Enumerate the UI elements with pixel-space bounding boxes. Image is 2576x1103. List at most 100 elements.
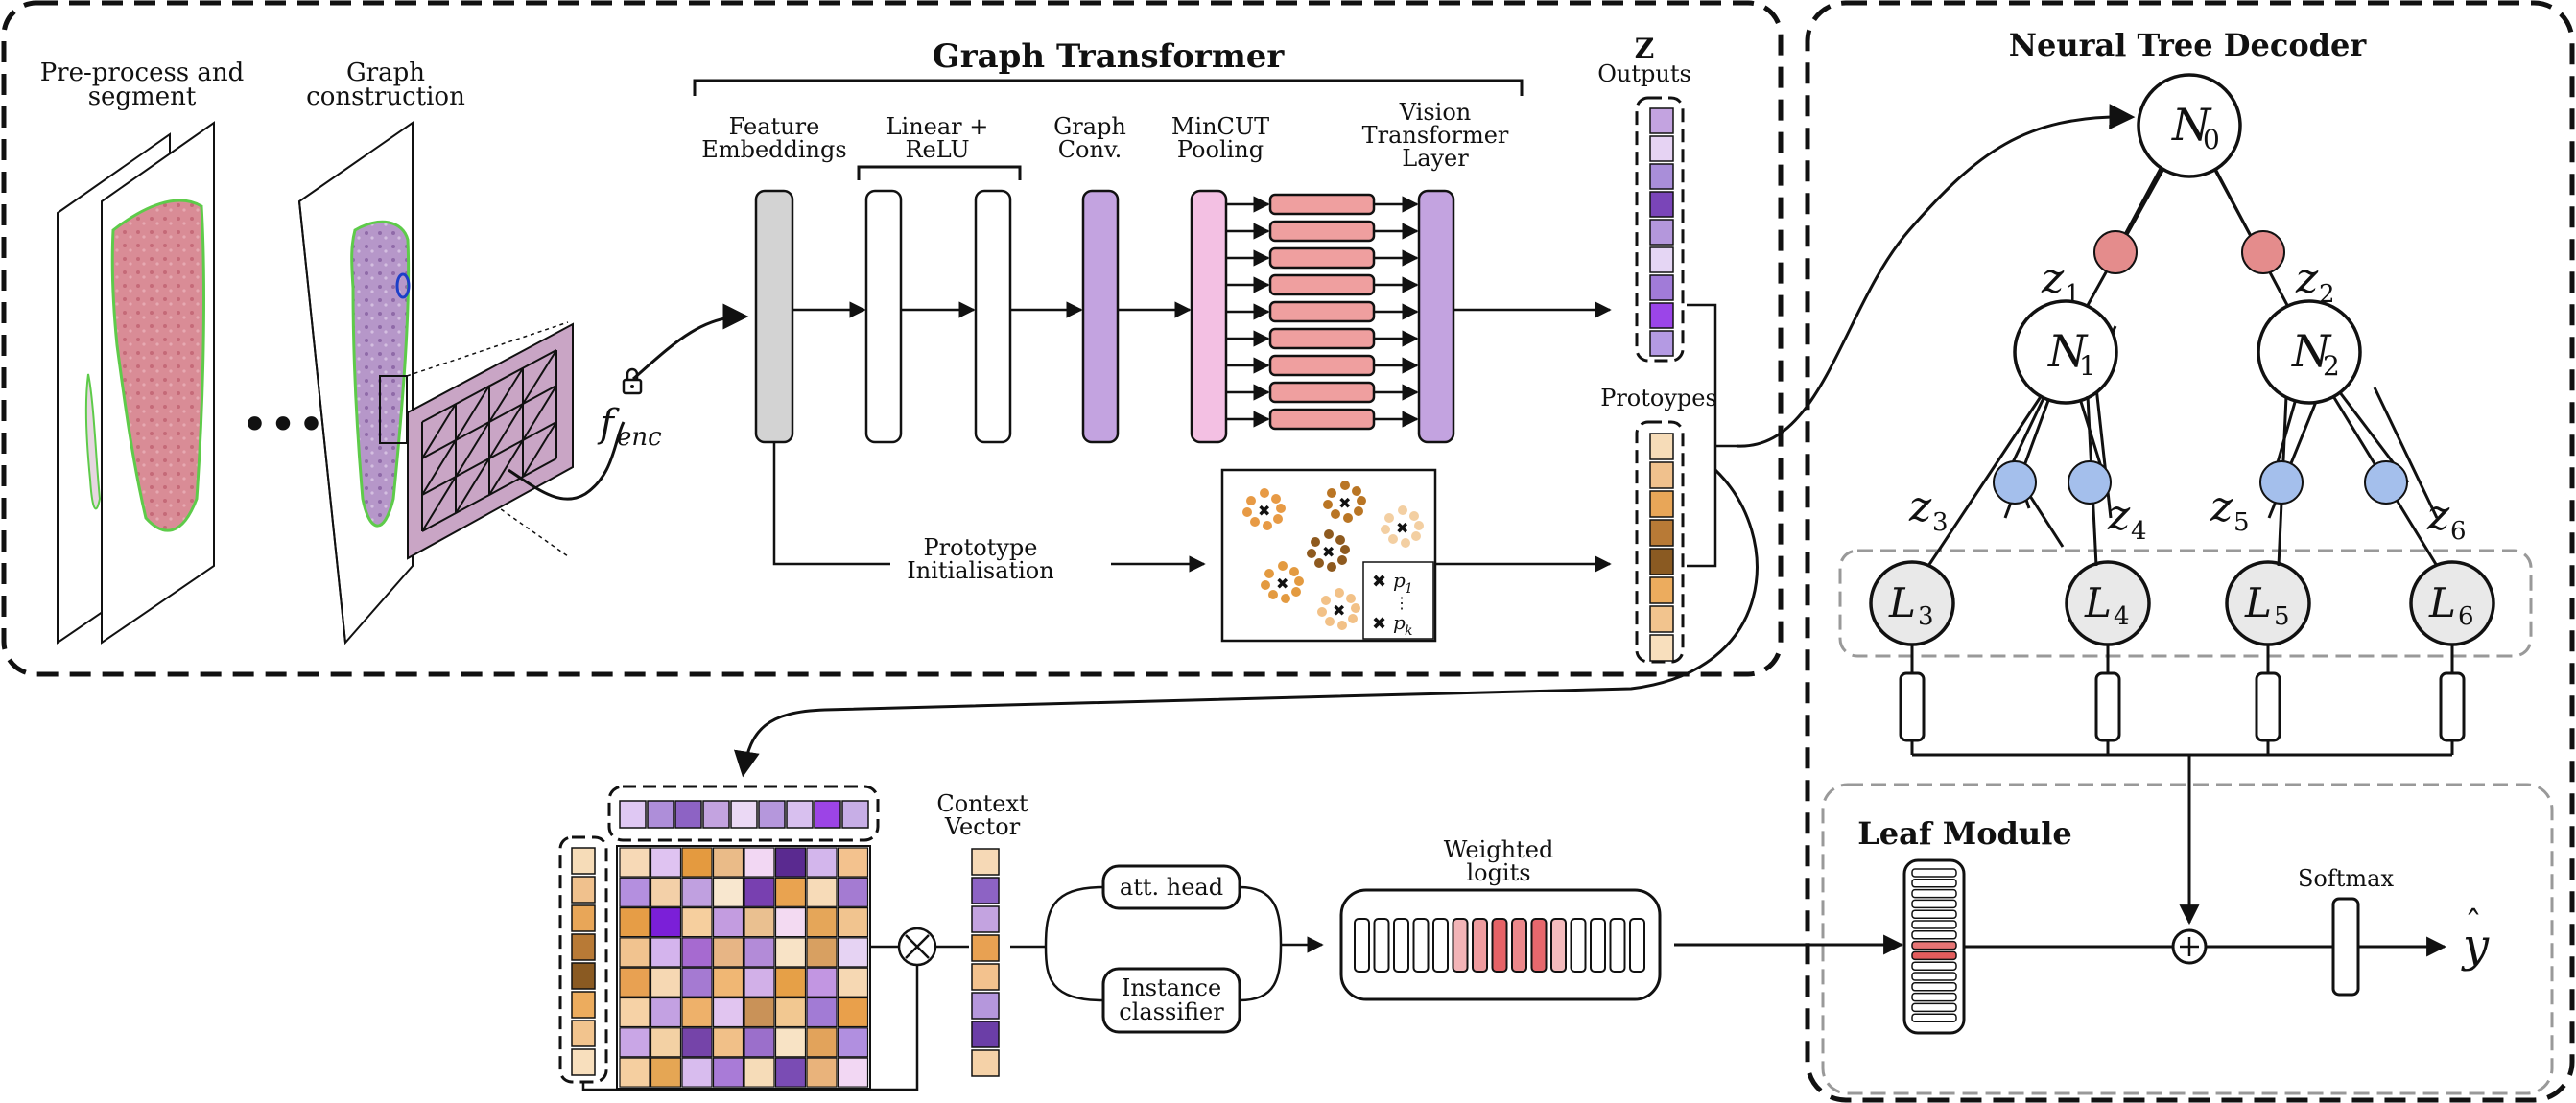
matrix-cell xyxy=(681,937,713,968)
cluster-point xyxy=(1273,514,1283,524)
prototype-marker-icon: ✖ xyxy=(1338,494,1351,512)
matrix-cell xyxy=(774,847,807,878)
matrix-cell xyxy=(744,847,775,878)
matrix-cell xyxy=(806,906,838,938)
matrix-cell xyxy=(806,997,838,1028)
prototype-cell xyxy=(1649,519,1674,547)
edge-decision-node xyxy=(2068,460,2112,505)
cluster-point xyxy=(1281,594,1290,603)
matrix-cell xyxy=(744,1027,775,1058)
edge-label: z xyxy=(2295,254,2319,303)
context-cell xyxy=(971,1021,1000,1048)
logit-bar xyxy=(1491,918,1508,973)
tree-leaf-sub: 4 xyxy=(2114,602,2130,631)
att-head-label: att. head xyxy=(1120,874,1223,901)
cluster-bar xyxy=(1268,220,1376,243)
matrix-cell xyxy=(774,997,807,1028)
cluster-point xyxy=(1335,588,1344,598)
cluster-point xyxy=(1337,621,1347,630)
matrix-cell xyxy=(712,967,744,997)
similarity-matrix xyxy=(619,847,869,1088)
edge-label: z xyxy=(2041,254,2065,303)
cluster-point xyxy=(1357,496,1366,505)
graph-conv-block xyxy=(1081,189,1120,444)
logit-bar xyxy=(1412,918,1430,973)
left-vector-cell xyxy=(571,1048,596,1076)
cluster-point xyxy=(1271,494,1281,504)
leaf-connector xyxy=(2439,671,2466,742)
leaf-connector xyxy=(1899,671,1926,742)
matrix-cell xyxy=(650,847,682,878)
graph-conv-label-2: Conv. xyxy=(1058,136,1123,163)
prototype-cell xyxy=(1649,548,1674,575)
context-cell xyxy=(971,905,1000,933)
top-vector-cell xyxy=(786,800,814,829)
left-vector xyxy=(571,847,596,1076)
matrix-cell xyxy=(837,997,869,1028)
leaf-logits xyxy=(1911,868,1957,1022)
matrix-cell xyxy=(837,1027,869,1058)
cluster-point xyxy=(1335,535,1345,545)
cluster-point xyxy=(1263,521,1272,530)
context-cell xyxy=(971,963,1000,991)
proto-init-label-2: Initialisation xyxy=(907,557,1053,584)
edge-label-sub: 4 xyxy=(2131,517,2147,546)
matrix-cell xyxy=(619,997,650,1028)
cluster-point xyxy=(1343,513,1353,523)
left-vector-cell xyxy=(571,876,596,904)
tree-leaf-sub: 5 xyxy=(2274,602,2290,631)
matrix-cell xyxy=(744,1057,775,1088)
z-cell xyxy=(1649,107,1674,134)
cluster-plot xyxy=(1220,468,1437,643)
top-vector-cell xyxy=(758,800,786,829)
matrix-cell xyxy=(837,967,869,997)
matrix-cell xyxy=(650,906,682,938)
matrix-cell xyxy=(806,937,838,968)
mincut-clusters xyxy=(1226,193,1419,431)
z-cell xyxy=(1649,246,1674,273)
left-vector-cell xyxy=(571,904,596,932)
cluster-point xyxy=(1409,511,1419,521)
preprocess-label-1: Pre-process and xyxy=(40,59,245,87)
matrix-cell xyxy=(774,967,807,997)
weighted-logits xyxy=(1354,918,1645,973)
cluster-point xyxy=(1401,538,1410,548)
logit-bar xyxy=(1354,918,1370,973)
prototype-cell xyxy=(1649,461,1674,489)
logit-bar xyxy=(1393,918,1409,973)
tree-node-sub: 0 xyxy=(2203,124,2220,155)
edge-decision-node xyxy=(2259,460,2304,505)
cluster-point xyxy=(1384,513,1394,523)
logit-bar xyxy=(1511,918,1527,973)
weighted-logits-label-2: logits xyxy=(1466,859,1530,886)
pk-label: p xyxy=(1393,611,1406,634)
matrix-cell xyxy=(681,847,713,878)
matrix-cell xyxy=(774,877,807,907)
matrix-cell xyxy=(650,997,682,1028)
leaf-logit-bar xyxy=(1911,982,1957,992)
matrix-cell xyxy=(619,1027,650,1058)
logit-bar xyxy=(1609,918,1626,973)
cluster-point xyxy=(1346,594,1356,603)
edge-decision-node xyxy=(2364,460,2408,505)
logit-bar xyxy=(1452,918,1469,973)
context-cell xyxy=(971,934,1000,962)
matrix-cell xyxy=(774,937,807,968)
tree-leaf-label: L xyxy=(2244,579,2272,626)
matrix-cell xyxy=(837,877,869,907)
top-vector-cell xyxy=(702,800,730,829)
matrix-cell xyxy=(619,906,650,938)
cluster-bar xyxy=(1268,300,1376,323)
p1-label: p xyxy=(1393,569,1406,592)
leaf-connector xyxy=(2255,671,2281,742)
edge-label: z xyxy=(2426,491,2450,540)
cluster-point xyxy=(1411,531,1421,541)
softmax-block xyxy=(2331,897,2360,997)
cluster-bar xyxy=(1268,246,1376,270)
cluster-point xyxy=(1268,590,1278,599)
left-vector-cell xyxy=(571,962,596,990)
